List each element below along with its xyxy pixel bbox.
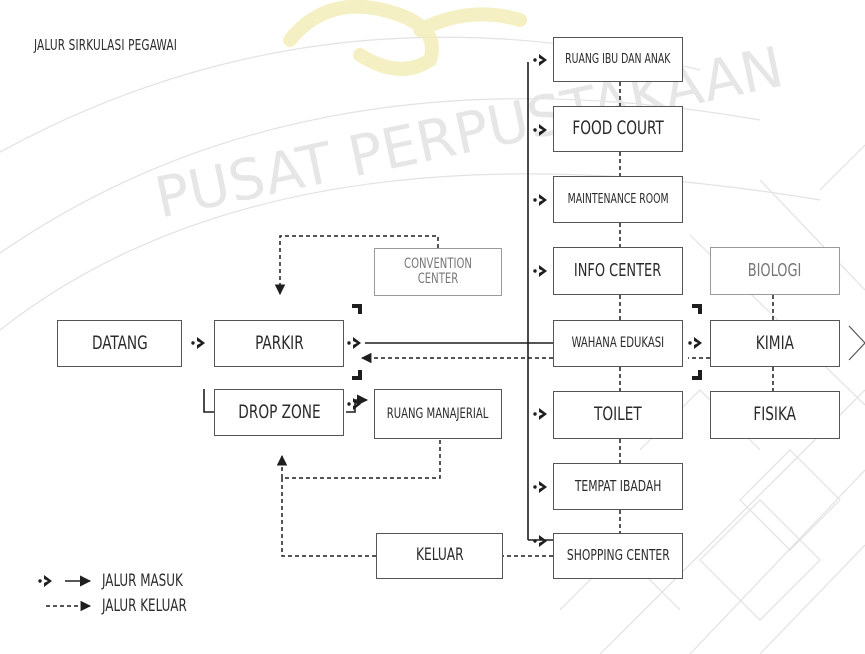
node-toilet: TOILET xyxy=(553,391,683,439)
node-datang: DATANG xyxy=(57,320,182,367)
entry-marker-parkir xyxy=(347,337,361,349)
legend-jalur-masuk: JALUR MASUK xyxy=(102,571,183,591)
manajerial-to-dropzone-dashed xyxy=(276,440,441,479)
node-convention-center: CONVENTION CENTER xyxy=(374,248,502,296)
entry-marker-manajerial xyxy=(347,398,361,410)
node-wahana-edukasi: WAHANA EDUKASI xyxy=(553,320,683,367)
node-keluar: KELUAR xyxy=(376,533,503,579)
node-parkir: PARKIR xyxy=(214,320,344,367)
node-info-center: INFO CENTER xyxy=(553,247,683,295)
legend-entry-symbol xyxy=(38,575,52,587)
entry-marker-shopping xyxy=(533,535,547,547)
node-ruang-ibu-dan-anak: RUANG IBU DAN ANAK xyxy=(553,37,683,82)
parkir-dropzone-elbow xyxy=(203,389,214,413)
entry-marker-info xyxy=(533,265,547,277)
node-food-court: FOOD COURT xyxy=(553,106,683,152)
node-tempat-ibadah: TEMPAT IBADAH xyxy=(553,463,683,510)
keluar-to-dropzone-dashed xyxy=(281,478,376,557)
node-drop-zone: DROP ZONE xyxy=(214,389,344,436)
entry-marker-food xyxy=(533,124,547,136)
node-ruang-manajerial: RUANG MANAJERIAL xyxy=(374,389,502,439)
entry-marker-toilet xyxy=(533,408,547,420)
diagram-title: JALUR SIRKULASI PEGAWAI xyxy=(34,36,177,54)
node-kimia: KIMIA xyxy=(710,320,840,367)
corner-mark xyxy=(352,370,362,380)
entry-marker-ibadah xyxy=(533,481,547,493)
entry-marker-maintenance xyxy=(533,194,547,206)
convention-to-parkir-dashed xyxy=(274,235,439,296)
corner-mark xyxy=(352,304,362,314)
entry-marker-kimia xyxy=(688,337,702,349)
entry-marker-ibu xyxy=(533,54,547,66)
node-shopping-center: SHOPPING CENTER xyxy=(553,533,683,579)
entry-marker-datang xyxy=(191,337,205,349)
node-maintenance-room: MAINTENANCE ROOM xyxy=(553,176,683,223)
node-fisika: FISIKA xyxy=(710,391,840,439)
corner-mark xyxy=(692,370,702,380)
node-biologi: BIOLOGI xyxy=(710,247,840,295)
legend-jalur-keluar: JALUR KELUAR xyxy=(102,596,187,616)
corner-mark xyxy=(692,304,702,314)
